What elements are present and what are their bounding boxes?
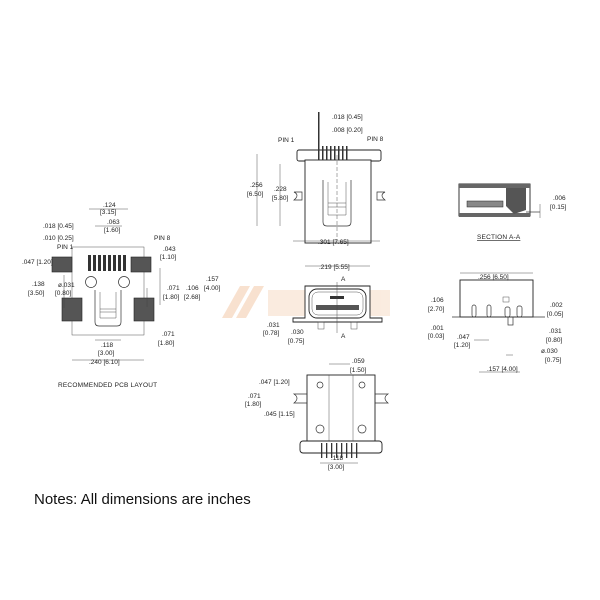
dim-label: [1.10] bbox=[160, 254, 176, 261]
pcb-pad bbox=[133, 297, 155, 322]
bottom-pins bbox=[321, 443, 358, 458]
pcb-pad bbox=[51, 256, 73, 273]
dim-label: .228 bbox=[274, 186, 287, 193]
dim-label: .256 bbox=[250, 182, 263, 189]
dim-label: .138 bbox=[32, 281, 45, 288]
dim-label: .240 [6.10] bbox=[89, 359, 120, 366]
dim-label: .047 bbox=[457, 334, 470, 341]
dim-label: .059 bbox=[352, 358, 365, 365]
section-marker: A bbox=[341, 276, 346, 283]
connector-pins bbox=[318, 112, 348, 160]
dim-label: .071 bbox=[167, 285, 180, 292]
dim-label: .118 bbox=[331, 455, 344, 462]
dim-label: [4.00] bbox=[204, 285, 220, 292]
dim-label: [0.15] bbox=[550, 204, 566, 211]
dim-label: [1.50] bbox=[350, 367, 366, 374]
dim-label: [3.15] bbox=[100, 209, 116, 216]
dim-label: ø.031 bbox=[58, 282, 75, 289]
notes-text: Notes: All dimensions are inches bbox=[34, 491, 251, 508]
pcb-layout-caption: RECOMMENDED PCB LAYOUT bbox=[58, 382, 157, 389]
top-view bbox=[256, 112, 386, 244]
section-caption: SECTION A-A bbox=[477, 234, 521, 241]
section-view-labels: .006 [0.15] SECTION A-A bbox=[477, 195, 566, 241]
pin1-label: PIN 1 bbox=[278, 137, 295, 144]
dim-label: [0.80] bbox=[546, 337, 562, 344]
dim-label: [2.70] bbox=[428, 306, 444, 313]
dim-label: [3.00] bbox=[328, 464, 344, 471]
dim-label: .157 bbox=[206, 276, 219, 283]
top-view-labels: .018 [0.45] .008 [0.20] PIN 1 PIN 8 .256… bbox=[247, 114, 384, 246]
dim-label: [0.80] bbox=[55, 290, 71, 297]
dim-label: .071 bbox=[162, 331, 175, 338]
bottom-view-labels: .059 [1.50] .047 [1.20] .071 [1.80] .045… bbox=[245, 358, 366, 471]
dim-label: .031 bbox=[267, 322, 280, 329]
dim-label: [0.78] bbox=[263, 330, 279, 337]
dim-label: .063 bbox=[107, 219, 120, 226]
dim-label: .106 bbox=[431, 297, 444, 304]
dim-label: .002 bbox=[550, 302, 563, 309]
dim-label: .157 [4.00] bbox=[487, 366, 518, 373]
locating-hole bbox=[118, 276, 130, 288]
side-view bbox=[452, 272, 545, 373]
bottom-view bbox=[292, 363, 390, 464]
dim-label: .047 [1.20] bbox=[22, 259, 53, 266]
section-marker: A bbox=[341, 333, 346, 340]
dim-label: .124 bbox=[103, 202, 116, 209]
dim-label: .219 [5.55] bbox=[319, 264, 350, 271]
pcb-layout-labels: .124 [3.15] .063 [1.60] .018 [0.45] .010… bbox=[22, 202, 220, 389]
dim-label: .043 bbox=[163, 246, 176, 253]
dim-label: [6.50] bbox=[247, 191, 263, 198]
section-a-a-view bbox=[458, 183, 541, 218]
dim-label: .030 bbox=[291, 329, 304, 336]
dim-label: [1.20] bbox=[454, 342, 470, 349]
dim-label: [3.50] bbox=[28, 290, 44, 297]
dim-label: .008 [0.20] bbox=[332, 127, 363, 134]
dim-label: [1.80] bbox=[245, 401, 261, 408]
dim-label: [1.80] bbox=[158, 340, 174, 347]
dim-label: .106 bbox=[186, 285, 199, 292]
front-view bbox=[292, 265, 383, 333]
dim-label: .010 [0.25] bbox=[43, 235, 74, 242]
dim-label: ø.030 bbox=[541, 348, 558, 355]
dim-label: .018 [0.45] bbox=[332, 114, 363, 121]
dim-label: .118 bbox=[101, 342, 114, 349]
dim-label: .006 bbox=[553, 195, 566, 202]
dim-label: .001 bbox=[431, 325, 444, 332]
locating-hole bbox=[85, 276, 97, 288]
dim-label: [0.03] bbox=[428, 333, 444, 340]
dim-label: [3.00] bbox=[98, 350, 114, 357]
dim-label: .018 [0.45] bbox=[43, 223, 74, 230]
dim-label: [2.68] bbox=[184, 294, 200, 301]
pin1-label: PIN 1 bbox=[57, 244, 74, 251]
dim-label: .047 [1.20] bbox=[259, 379, 290, 386]
pcb-pad bbox=[130, 256, 152, 273]
pin8-label: PIN 8 bbox=[367, 136, 384, 143]
front-view-labels: .219 [5.55] A A .031 [0.78] .030 [0.75] bbox=[263, 264, 350, 345]
dim-label: [0.75] bbox=[545, 357, 561, 364]
dim-label: .071 bbox=[248, 393, 261, 400]
pcb-layout-view bbox=[51, 208, 161, 361]
dim-label: [0.75] bbox=[288, 338, 304, 345]
dim-label: [1.60] bbox=[104, 227, 120, 234]
dim-label: [5.80] bbox=[272, 195, 288, 202]
dim-label: .031 bbox=[549, 328, 562, 335]
side-view-labels: .256 [6.50] .106 [2.70] .001 [0.03] .047… bbox=[428, 274, 563, 373]
pcb-pad bbox=[61, 297, 83, 322]
dim-label: .256 [6.50] bbox=[478, 274, 509, 281]
dim-label: [1.80] bbox=[163, 294, 179, 301]
dim-label: [0.05] bbox=[547, 311, 563, 318]
dim-label: .301 [7.65] bbox=[318, 239, 349, 246]
dim-label: .045 [1.15] bbox=[264, 411, 295, 418]
pcb-pin-pads bbox=[88, 255, 126, 271]
pin8-label: PIN 8 bbox=[154, 235, 171, 242]
